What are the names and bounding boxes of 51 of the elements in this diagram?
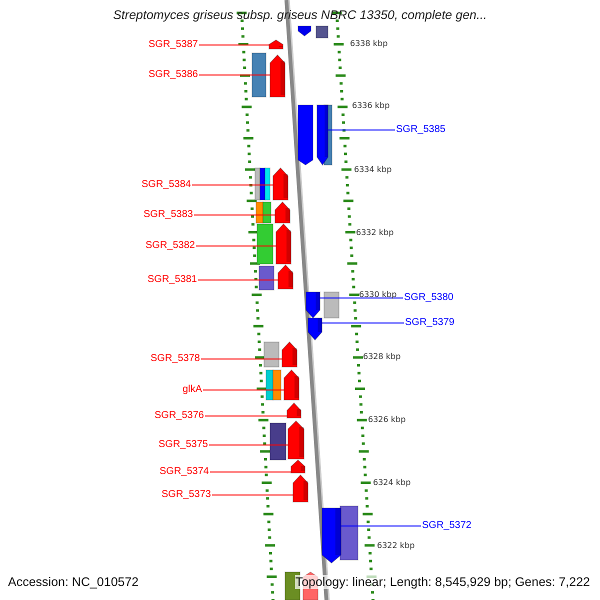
gene-label: SGR_5383 <box>144 209 193 221</box>
gene-feature <box>291 460 305 473</box>
gene-label: SGR_5385 <box>396 124 446 136</box>
gene-label: SGR_5375 <box>158 439 208 451</box>
gene-feature <box>317 105 328 165</box>
gene-feature <box>308 318 322 340</box>
title: Streptomyces griseus subsp. griseus NBRC 13350, complete gen... <box>112 8 488 22</box>
gene-feature <box>282 342 297 367</box>
scale-label: 6330 kbp <box>359 290 397 300</box>
gene-label: SGR_5381 <box>148 274 197 286</box>
leader-line <box>208 444 288 446</box>
gene-label: SGR_5372 <box>422 520 472 532</box>
gene-label: SGR_5374 <box>160 466 209 478</box>
gene-feature <box>293 475 308 502</box>
leader-line <box>200 358 282 360</box>
scale-label: 6322 kbp <box>377 541 415 551</box>
gene-feature <box>306 292 320 318</box>
scale-label: 6324 kbp <box>373 478 411 488</box>
gene-label: SGR_5387 <box>148 39 198 51</box>
leader-line <box>198 44 270 46</box>
gene-feature <box>275 202 290 223</box>
scale-label: 6334 kbp <box>354 165 392 175</box>
accession-text: Accession: NC_010572 <box>8 575 139 589</box>
gene-label: SGR_5376 <box>154 410 204 422</box>
genome-stats-text: Topology: linear; Length: 8,545,929 bp; Genes: 7,222 <box>295 575 590 589</box>
scale-label: 6338 kbp <box>350 39 388 49</box>
leader-line <box>322 322 404 324</box>
gene-feature <box>270 55 285 97</box>
gene-label: SGR_5378 <box>150 353 200 365</box>
gene-label: SGR_5386 <box>148 69 198 81</box>
gene-feature <box>276 224 291 264</box>
gene-feature <box>278 265 293 289</box>
gene-feature <box>269 40 283 49</box>
gene-feature <box>322 508 341 563</box>
leader-line <box>212 494 294 496</box>
gene-label: SGR_5373 <box>162 489 211 501</box>
leader-line <box>192 184 274 186</box>
scale-label: 6326 kbp <box>368 415 406 425</box>
scale-label: 6332 kbp <box>356 228 394 238</box>
scale-label: 6336 kbp <box>352 101 390 111</box>
gene-label: SGR_5380 <box>404 292 454 304</box>
leader-line <box>198 74 270 76</box>
scale-label: 6328 kbp <box>363 352 401 362</box>
gene-label: glkA <box>182 384 202 396</box>
gene-label: SGR_5379 <box>405 317 454 329</box>
gene-feature <box>273 168 288 200</box>
leader-line <box>194 214 276 216</box>
gene-feature <box>284 370 299 400</box>
gene-label: SGR_5382 <box>146 240 195 252</box>
gene-label: SGR_5384 <box>142 179 191 191</box>
gene-feature <box>287 403 301 418</box>
